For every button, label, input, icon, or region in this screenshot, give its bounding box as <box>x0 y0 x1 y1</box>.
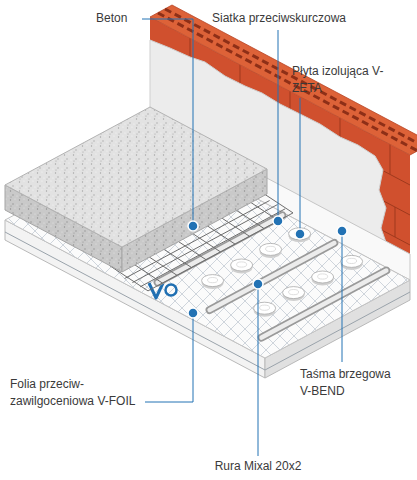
leader-line <box>278 30 279 221</box>
panel-knob <box>202 275 224 290</box>
leader-line <box>300 98 301 234</box>
foil-logo <box>166 285 177 296</box>
part-label: Beton <box>96 10 156 27</box>
panel-knob <box>312 271 334 286</box>
pipe <box>210 243 335 310</box>
leader-line <box>142 19 193 226</box>
panel-knob <box>289 228 311 243</box>
part-label: Taśma brzegowa V-BEND <box>300 366 400 400</box>
leader-line <box>342 231 343 362</box>
brick-joint <box>395 207 396 237</box>
leader-dot <box>188 308 198 318</box>
concrete-top-face <box>5 107 267 247</box>
panel-knob <box>283 287 305 302</box>
part-label: Rura Mixal 20x2 <box>193 458 323 475</box>
part-label: Płyta izolująca V-ZETA <box>292 63 392 97</box>
part-label: Folia przeciw- zawilgoceniowa V-FOIL <box>10 376 150 410</box>
panel-knob <box>231 259 253 274</box>
panel-knob <box>341 255 363 270</box>
leader-dot <box>188 221 198 231</box>
pipe <box>262 271 387 338</box>
panel-knob <box>260 243 282 258</box>
leader-dot <box>273 216 283 226</box>
brick-joint <box>390 144 391 174</box>
leader-dot <box>295 229 305 239</box>
leader-line <box>258 284 259 456</box>
leader-dot <box>337 226 347 236</box>
pipe <box>262 271 387 338</box>
panel-knob <box>254 302 276 317</box>
part-label: Siatka przeciwskurczowa <box>212 10 402 27</box>
leader-dot <box>253 279 263 289</box>
leader-line <box>145 313 193 402</box>
leader-dots <box>188 216 347 318</box>
pipe <box>210 243 335 310</box>
